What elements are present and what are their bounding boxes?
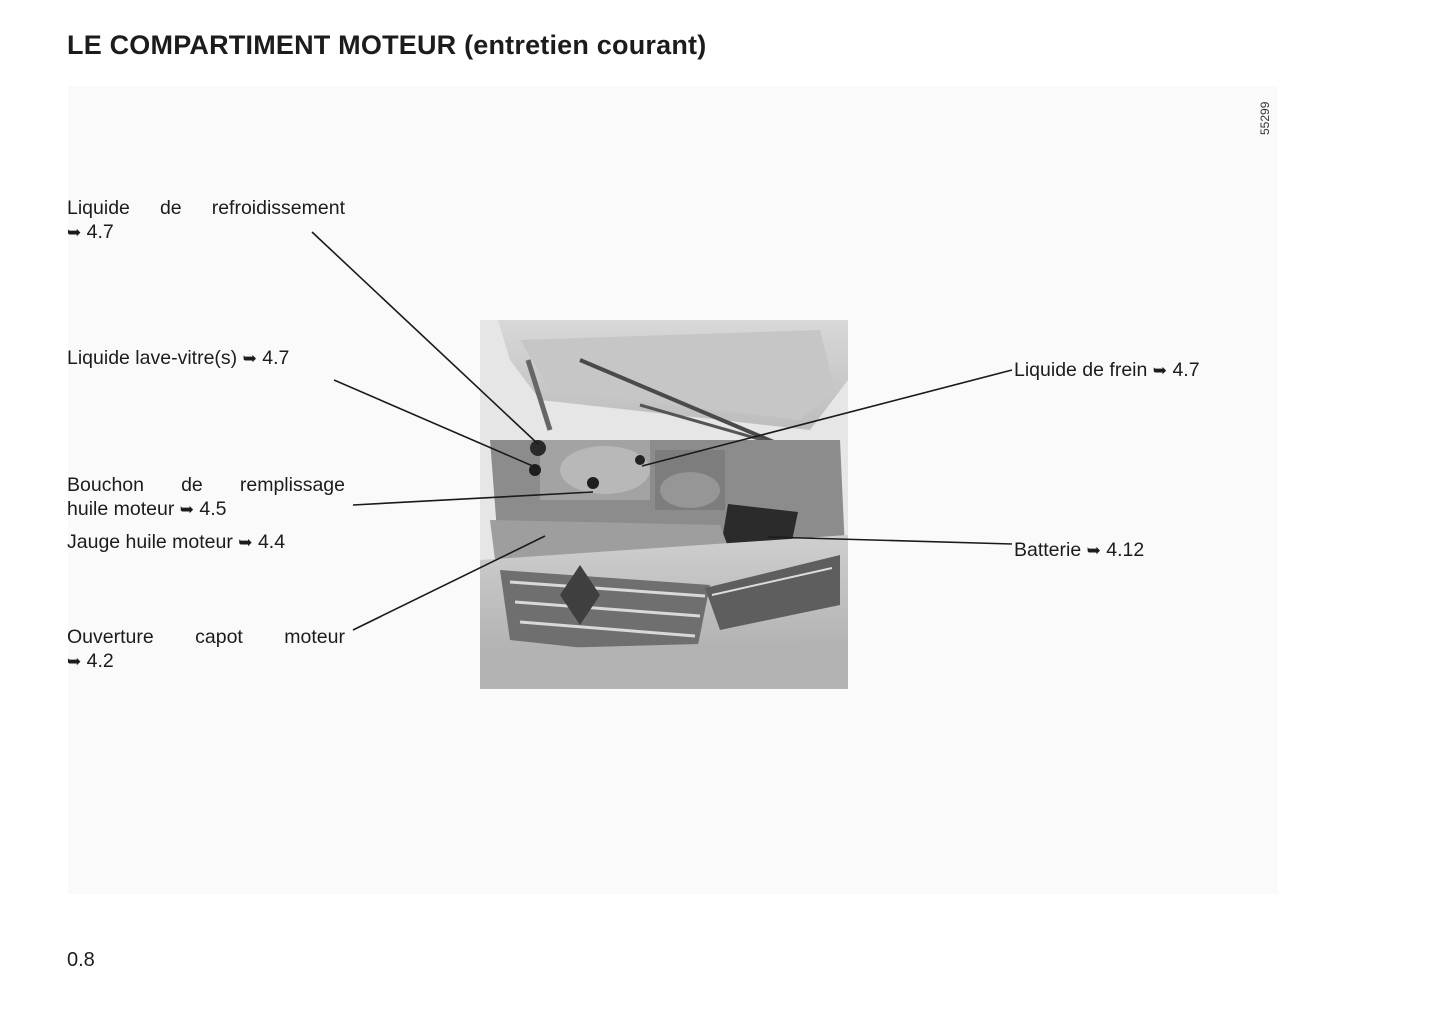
oil-cap-ref: 4.5	[199, 498, 227, 520]
page-number: 0.8	[67, 949, 95, 971]
engine-compartment-photo	[480, 320, 848, 689]
label-battery: Batterie ➥ 4.12	[1014, 538, 1144, 563]
battery-text: Batterie	[1014, 539, 1082, 561]
page-title: LE COMPARTIMENT MOTEUR (entretien couran…	[67, 30, 707, 60]
bonnet-text: Ouverture capot moteur	[67, 626, 345, 648]
label-dipstick: Jauge huile moteur ➥ 4.4	[67, 530, 285, 555]
label-brake-fluid: Liquide de frein ➥ 4.7	[1014, 358, 1200, 383]
bonnet-ref: 4.2	[86, 650, 114, 672]
reference-arrow-icon: ➥	[1152, 361, 1168, 380]
reference-arrow-icon: ➥	[67, 223, 82, 242]
washer-ref: 4.7	[262, 347, 290, 369]
label-coolant: Liquide de refroidissement ➥ 4.7	[67, 196, 345, 245]
reference-arrow-icon: ➥	[67, 652, 82, 671]
reference-arrow-icon: ➥	[242, 349, 257, 368]
reference-arrow-icon: ➥	[179, 500, 194, 519]
brake-ref: 4.7	[1172, 359, 1200, 381]
dipstick-text: Jauge huile moteur	[67, 531, 233, 553]
label-oil-filler-cap: Bouchon de remplissage huile moteur ➥ 4.…	[67, 473, 345, 522]
reference-arrow-icon: ➥	[238, 533, 253, 552]
coolant-text: Liquide de refroidissement	[67, 197, 345, 219]
washer-text: Liquide lave-vitre(s)	[67, 347, 238, 369]
brake-text: Liquide de frein	[1014, 359, 1148, 381]
label-bonnet-opening: Ouverture capot moteur ➥ 4.2	[67, 625, 345, 674]
coolant-ref: 4.7	[86, 221, 114, 243]
figure-reference-code: 55299	[1258, 101, 1272, 135]
reference-arrow-icon: ➥	[1086, 541, 1101, 560]
oil-cap-text-2: huile moteur	[67, 498, 175, 520]
oil-cap-text: Bouchon de remplissage	[67, 474, 345, 496]
label-washer-fluid: Liquide lave-vitre(s) ➥ 4.7	[67, 346, 289, 371]
battery-ref: 4.12	[1106, 539, 1145, 561]
dipstick-ref: 4.4	[257, 531, 286, 553]
